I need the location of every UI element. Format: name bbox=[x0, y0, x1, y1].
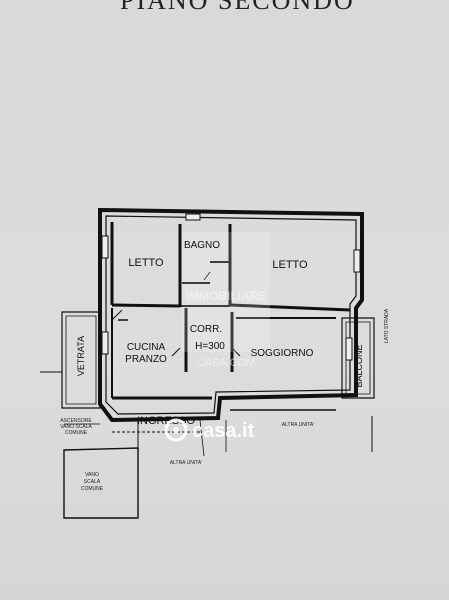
note-ascensore-3: COMUNE bbox=[65, 430, 88, 436]
doors bbox=[111, 271, 241, 357]
room-vetrata: VETRATA bbox=[76, 336, 86, 376]
balcone-block bbox=[341, 317, 375, 399]
room-letto-left: LETTO bbox=[128, 257, 164, 269]
room-letto-right: LETTO bbox=[272, 259, 308, 271]
watermark-center: IMMOBILIARE CASA.COM bbox=[182, 232, 270, 369]
note-altra-bottom: ALTRA UNITA' bbox=[170, 460, 202, 466]
note-vano-2: SCALA bbox=[84, 479, 101, 485]
room-cucina: CUCINA bbox=[127, 342, 166, 353]
windows bbox=[101, 213, 361, 361]
note-vano-1: VANO bbox=[85, 472, 99, 478]
casa-it-watermark: casa.it bbox=[164, 418, 255, 442]
room-pranzo: PRANZO bbox=[125, 354, 167, 365]
room-corr: CORR. bbox=[190, 324, 222, 335]
watermark-center-sub: CASA.COM bbox=[197, 357, 256, 369]
walls bbox=[98, 207, 364, 433]
note-lato-strada: LATO STRADA bbox=[384, 308, 390, 343]
casa-it-text: casa.it bbox=[192, 420, 255, 442]
room-ingresso: INGRESSO bbox=[137, 415, 196, 427]
note-ascensore-1: ASCENSORE bbox=[60, 418, 92, 424]
watermark-center-text: IMMOBILIARE bbox=[186, 289, 267, 303]
casa-it-logo-icon bbox=[164, 418, 188, 442]
note-ascensore-2: VANO SCALA bbox=[60, 424, 92, 430]
room-corr-height: H=300 bbox=[195, 341, 225, 352]
room-balcone: BALCONE bbox=[354, 344, 364, 387]
note-vano-3: COMUNE bbox=[81, 486, 104, 492]
room-soggiorno: SOGGIORNO bbox=[251, 348, 314, 359]
page-title: PIANO SECONDO bbox=[120, 0, 355, 15]
room-bagno: BAGNO bbox=[184, 240, 220, 251]
note-altra-top: ALTRA UNITA' bbox=[282, 422, 314, 428]
vetrata-block bbox=[40, 311, 101, 409]
stair-box bbox=[63, 416, 373, 519]
